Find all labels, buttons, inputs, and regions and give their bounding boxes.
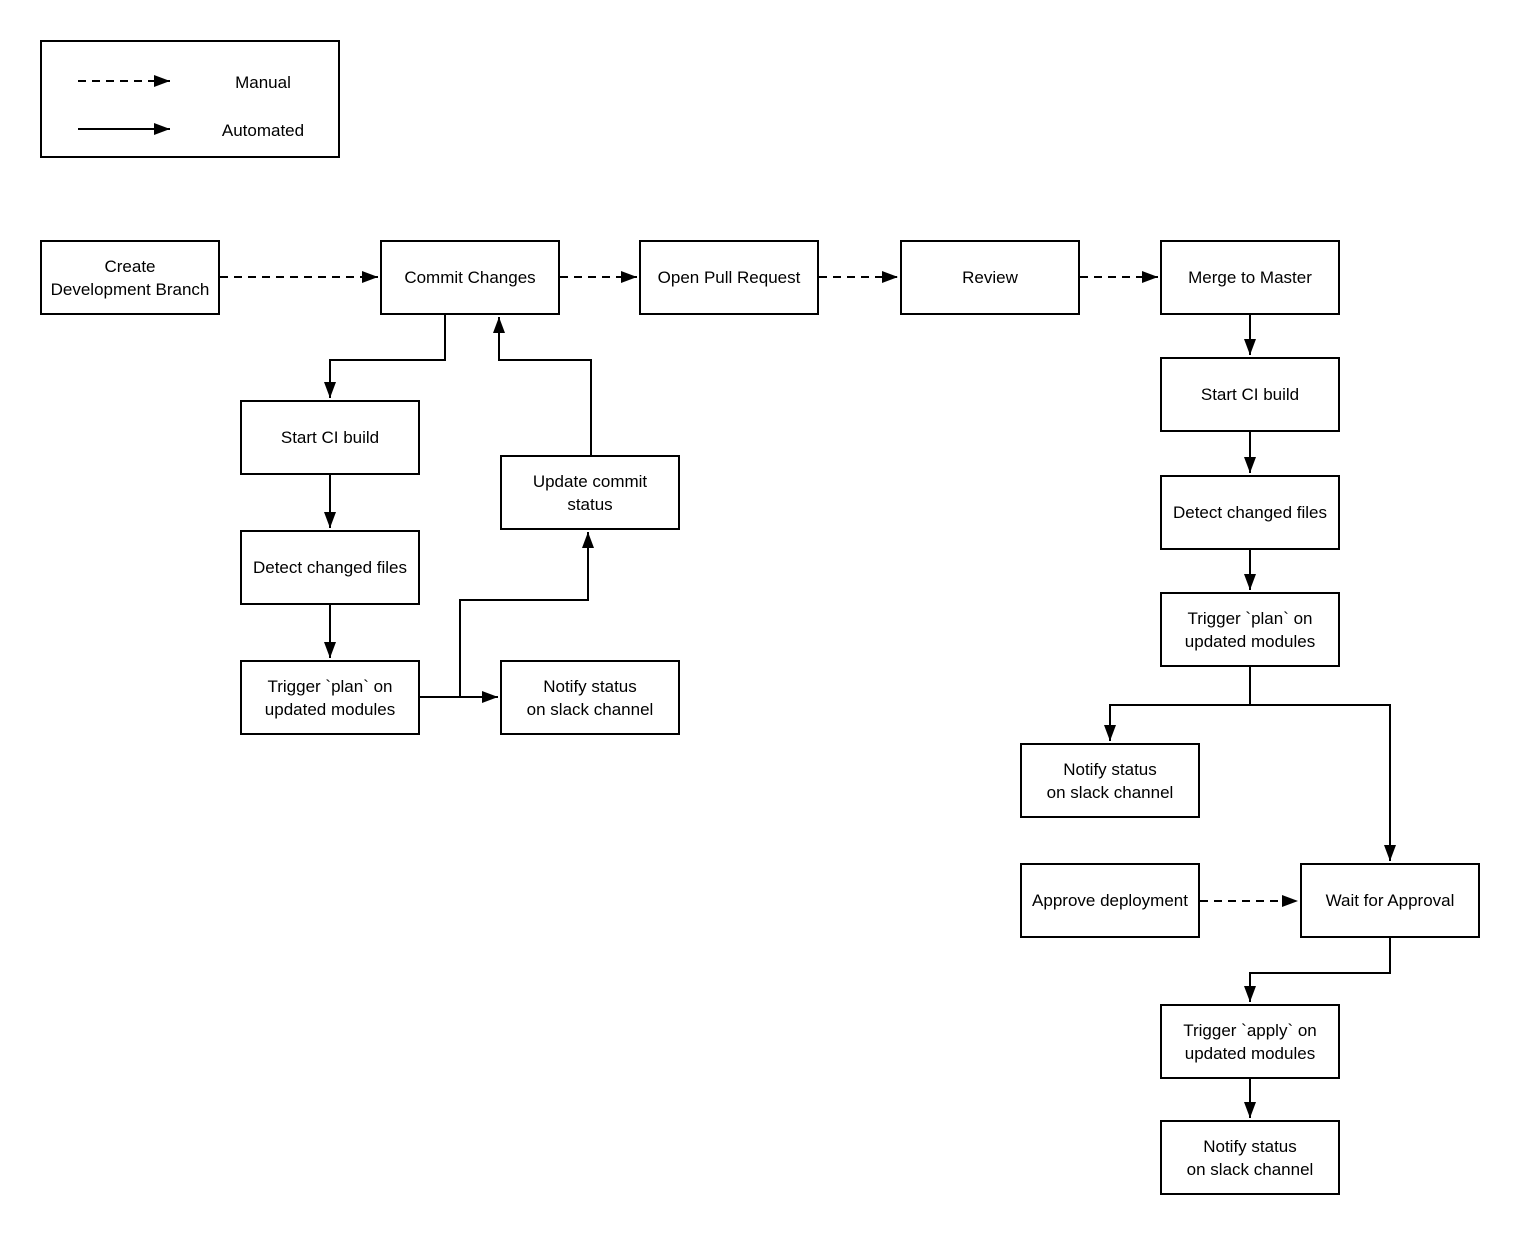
node-trigger-apply: Trigger `apply` on updated modules: [1160, 1004, 1340, 1079]
node-update-commit-status: Update commit status: [500, 455, 680, 530]
edge-commit-to-start-ci-dev: [324, 315, 446, 398]
node-start-ci-build-dev: Start CI build: [240, 400, 420, 475]
edge-plan-to-wait-approval: [1250, 704, 1396, 861]
node-label: Trigger `plan` on updated modules: [264, 676, 396, 719]
node-commit-changes: Commit Changes: [380, 240, 560, 315]
node-label: Start CI build: [280, 428, 380, 447]
node-wait-for-approval: Wait for Approval: [1300, 863, 1480, 938]
node-label: Trigger `apply` on updated modules: [1183, 1020, 1317, 1063]
edge-plan-to-notify-master: [1104, 667, 1251, 741]
node-approve-deployment: Approve deployment: [1020, 863, 1200, 938]
node-label: Create Development Branch: [50, 256, 210, 299]
node-open-pull-request: Open Pull Request: [639, 240, 819, 315]
node-label: Update commit status: [532, 471, 648, 514]
node-label: Open Pull Request: [657, 268, 801, 287]
node-label: Detect changed files: [252, 558, 408, 577]
node-label: Approve deployment: [1032, 891, 1188, 910]
node-label: Notify status on slack channel: [526, 676, 654, 719]
node-detect-changed-files-master: Detect changed files: [1160, 475, 1340, 550]
node-review: Review: [900, 240, 1080, 315]
node-merge-to-master: Merge to Master: [1160, 240, 1340, 315]
node-notify-status-dev: Notify status on slack channel: [500, 660, 680, 735]
node-trigger-plan-dev: Trigger `plan` on updated modules: [240, 660, 420, 735]
node-trigger-plan-master: Trigger `plan` on updated modules: [1160, 592, 1340, 667]
node-label: Review: [962, 268, 1018, 287]
node-label: Detect changed files: [1172, 503, 1328, 522]
node-label: Notify status on slack channel: [1186, 1136, 1314, 1179]
node-label: Start CI build: [1200, 385, 1300, 404]
node-start-ci-build-master: Start CI build: [1160, 357, 1340, 432]
legend-automated-label: Automated: [221, 121, 305, 140]
node-notify-status-apply: Notify status on slack channel: [1160, 1120, 1340, 1195]
node-label: Commit Changes: [404, 268, 536, 287]
node-detect-changed-files-dev: Detect changed files: [240, 530, 420, 605]
legend: Manual Automated: [40, 40, 340, 158]
legend-manual-label: Manual: [235, 73, 291, 92]
node-label: Wait for Approval: [1325, 891, 1455, 910]
node-label: Trigger `plan` on updated modules: [1184, 608, 1316, 651]
node-notify-status-master: Notify status on slack channel: [1020, 743, 1200, 818]
edge-wait-approval-to-apply: [1244, 938, 1391, 1002]
node-label: Merge to Master: [1188, 268, 1312, 287]
node-label: Notify status on slack channel: [1046, 759, 1174, 802]
edge-update-status-to-commit: [493, 317, 592, 455]
node-create-development-branch: Create Development Branch: [40, 240, 220, 315]
edge-plan-to-update-status: [459, 532, 594, 697]
